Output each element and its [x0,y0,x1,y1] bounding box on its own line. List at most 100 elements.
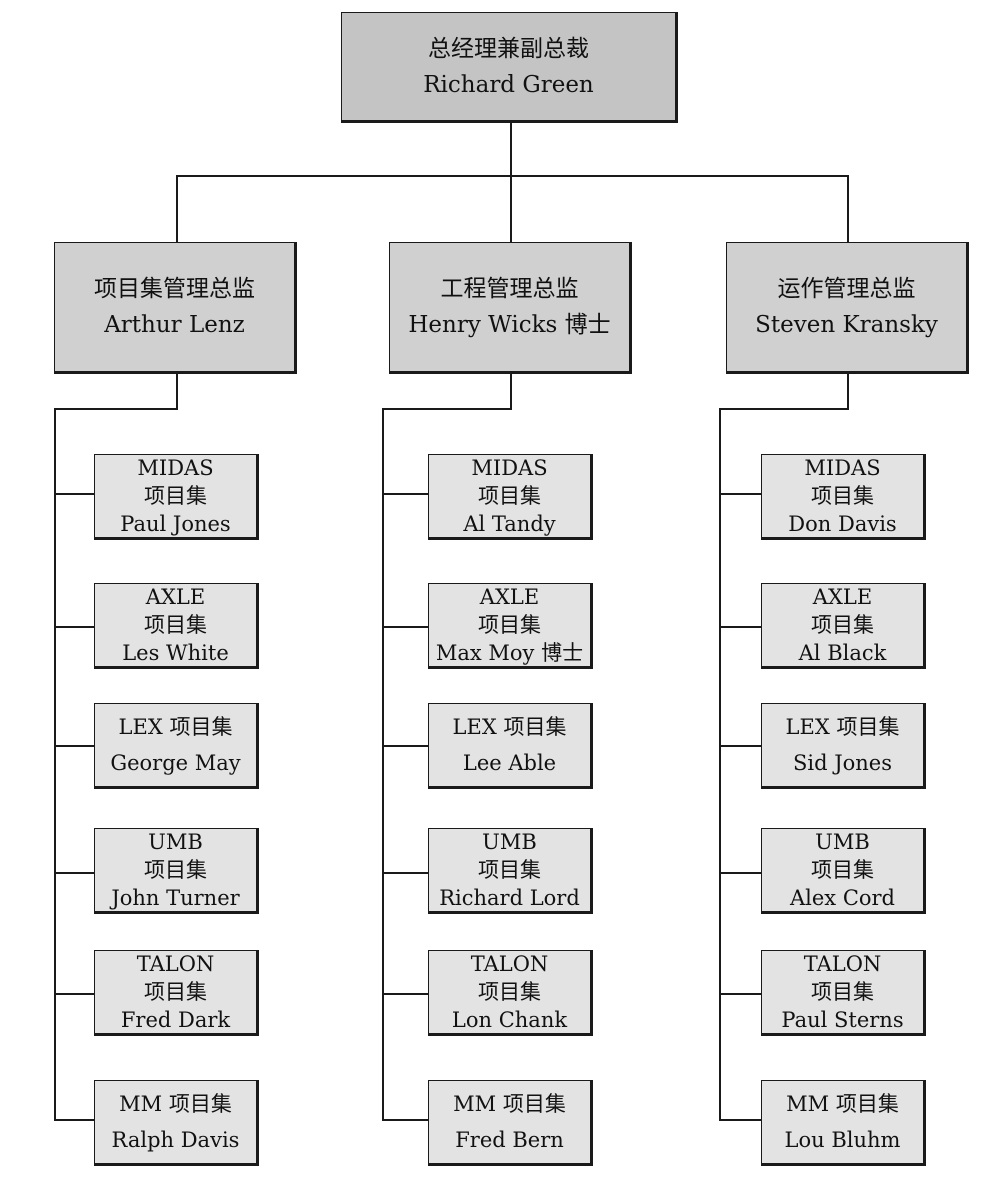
connector-col3-branch [719,745,761,747]
program-line: MM 项目集 [453,1092,566,1116]
connector-col3-down [847,374,849,410]
director-box-1: 项目集管理总监 Arthur Lenz [54,242,297,374]
connector-top-vertical [510,122,512,176]
program-line: Les White [122,641,229,665]
program-line: 项目集 [811,858,874,882]
connector-col3-jog [719,408,849,410]
connector-horizontal-bus [177,175,848,177]
top-box: 总经理兼副总裁 Richard Green [341,12,678,123]
connector-col2-branch [382,872,428,874]
connector-col3-branch [719,1119,761,1121]
program-box: LEX 项目集 Lee Able [428,703,593,789]
connector-col1-branch [54,993,94,995]
program-line: Al Tandy [463,512,556,536]
connector-col2-branch [382,626,428,628]
connector-drop-col1 [176,175,178,243]
program-box: MIDAS 项目集 Al Tandy [428,454,593,540]
connector-col2-down [510,374,512,410]
program-line: Richard Lord [439,886,580,910]
program-line: Ralph Davis [111,1128,240,1152]
connector-col2-jog [382,408,512,410]
program-line: 项目集 [144,613,207,637]
director-title: 工程管理总监 [440,276,579,302]
top-title: 总经理兼副总裁 [428,35,589,62]
program-line: Fred Bern [455,1128,564,1152]
director-name: Henry Wicks 博士 [408,312,611,338]
program-line: MIDAS [804,456,881,480]
program-box: MM 项目集 Ralph Davis [94,1080,259,1166]
connector-col2-branch [382,993,428,995]
program-box: TALON 项目集 Fred Dark [94,950,259,1036]
program-line: MIDAS [471,456,548,480]
program-line: 项目集 [811,613,874,637]
program-line: UMB [815,830,870,854]
program-line: Al Black [798,641,887,665]
program-line: Paul Jones [120,512,231,536]
program-line: TALON [136,952,215,976]
director-name: Arthur Lenz [104,312,245,338]
connector-col1-branch [54,1119,94,1121]
program-box: AXLE 项目集 Les White [94,583,259,669]
connector-col3-spine [719,408,721,1121]
program-line: Max Moy 博士 [435,641,584,665]
program-line: 项目集 [478,858,541,882]
program-line: 项目集 [811,484,874,508]
program-line: Lon Chank [451,1008,568,1032]
program-line: LEX 项目集 [118,715,233,739]
director-box-3: 运作管理总监 Steven Kransky [726,242,969,374]
connector-col2-spine [382,408,384,1121]
program-line: UMB [482,830,537,854]
connector-col1-jog [54,408,178,410]
program-box: MIDAS 项目集 Don Davis [761,454,926,540]
connector-col3-branch [719,626,761,628]
connector-col1-down [176,374,178,410]
connector-col2-branch [382,745,428,747]
program-line: John Turner [111,886,240,910]
program-line: 项目集 [144,980,207,1004]
program-box: AXLE 项目集 Al Black [761,583,926,669]
program-line: MIDAS [137,456,214,480]
program-line: TALON [803,952,882,976]
program-line: Alex Cord [789,886,896,910]
program-box: MIDAS 项目集 Paul Jones [94,454,259,540]
program-line: Sid Jones [792,751,892,775]
program-box: TALON 项目集 Paul Sterns [761,950,926,1036]
program-line: 项目集 [478,980,541,1004]
program-line: George May [110,751,241,775]
connector-col1-branch [54,626,94,628]
program-box: UMB 项目集 John Turner [94,828,259,914]
director-title: 项目集管理总监 [94,276,255,302]
program-box: UMB 项目集 Alex Cord [761,828,926,914]
program-box: AXLE 项目集 Max Moy 博士 [428,583,593,669]
program-line: AXLE [479,585,540,609]
program-line: 项目集 [478,484,541,508]
program-box: MM 项目集 Lou Bluhm [761,1080,926,1166]
director-name: Steven Kransky [755,312,938,338]
program-line: UMB [148,830,203,854]
connector-drop-col3 [847,175,849,243]
program-box: LEX 项目集 Sid Jones [761,703,926,789]
connector-col2-branch [382,493,428,495]
connector-col3-branch [719,493,761,495]
program-line: LEX 项目集 [452,715,567,739]
program-line: AXLE [145,585,206,609]
director-title: 运作管理总监 [777,276,916,302]
program-line: Paul Sterns [781,1008,904,1032]
program-line: MM 项目集 [119,1092,232,1116]
program-box: MM 项目集 Fred Bern [428,1080,593,1166]
program-box: LEX 项目集 George May [94,703,259,789]
connector-col1-branch [54,872,94,874]
program-line: Don Davis [788,512,897,536]
program-line: MM 项目集 [786,1092,899,1116]
connector-col3-branch [719,872,761,874]
program-line: Fred Dark [120,1008,231,1032]
connector-col1-branch [54,745,94,747]
connector-col2-branch [382,1119,428,1121]
program-line: 项目集 [811,980,874,1004]
program-line: AXLE [812,585,873,609]
program-box: TALON 项目集 Lon Chank [428,950,593,1036]
connector-col3-branch [719,993,761,995]
program-line: 项目集 [144,484,207,508]
program-line: TALON [470,952,549,976]
